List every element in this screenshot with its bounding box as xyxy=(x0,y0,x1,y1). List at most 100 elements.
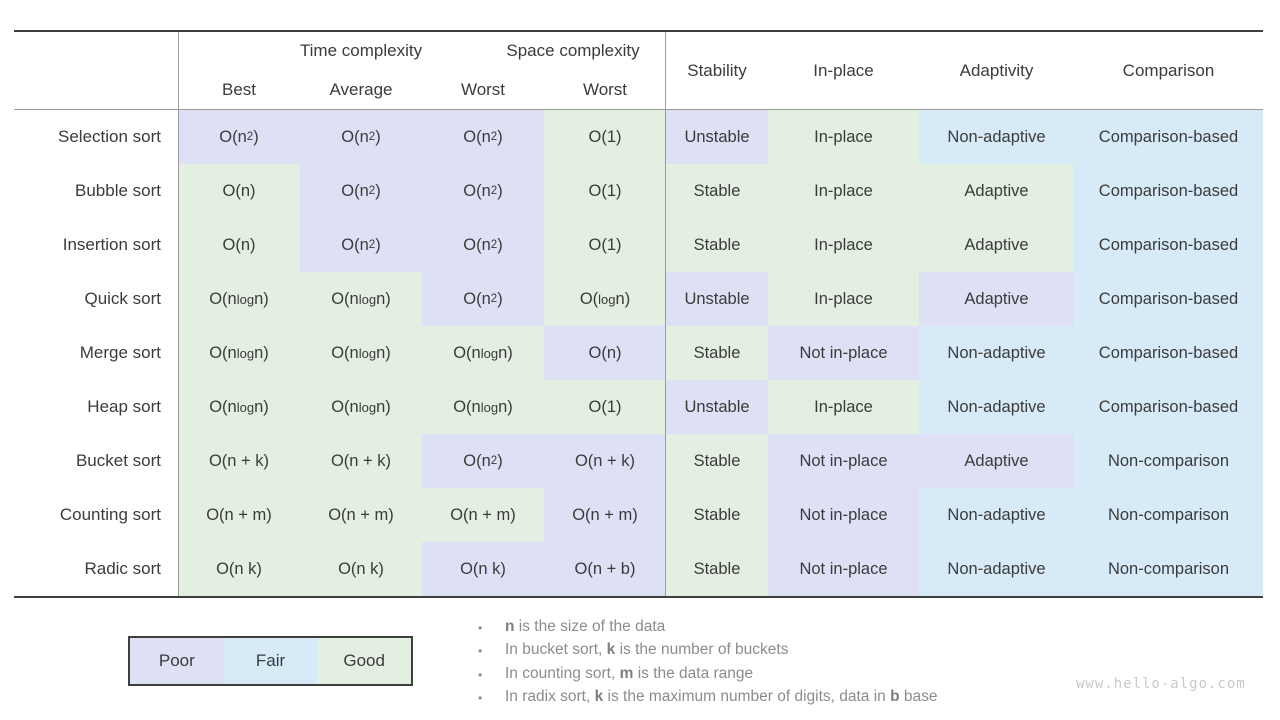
table-cell: Adaptive xyxy=(919,272,1074,326)
table-cell: Stable xyxy=(666,326,768,380)
footnote-item: •n is the size of the data xyxy=(478,616,937,639)
table-cell: Comparison-based xyxy=(1074,110,1263,164)
table-cell: Stable xyxy=(666,164,768,218)
table-cell: In-place xyxy=(768,164,919,218)
legend-good: Good xyxy=(317,638,412,684)
table-cell: O(n + m) xyxy=(178,488,300,542)
table-cell: Comparison-based xyxy=(1074,380,1263,434)
table-cell: Non-comparison xyxy=(1074,488,1263,542)
footnote-text: In radix sort, k is the maximum number o… xyxy=(505,688,938,706)
table-cell: O(1) xyxy=(544,164,666,218)
footnote-item: • In counting sort, m is the data range xyxy=(478,663,937,686)
header-in-place: In-place xyxy=(768,32,919,110)
subheader-average: Average xyxy=(329,79,393,99)
footnote-item: • In radix sort, k is the maximum number … xyxy=(478,686,937,709)
table-cell: Not in-place xyxy=(768,488,919,542)
table-cell: O(n + k) xyxy=(544,434,666,488)
comparison-table: Time complexity Best Average Worst Space… xyxy=(14,30,1263,598)
header-stability: Stability xyxy=(666,32,768,110)
footnote-item: •In bucket sort, k is the number of buck… xyxy=(478,639,937,662)
footnotes: •n is the size of the data•In bucket sor… xyxy=(478,616,937,710)
bullet-icon: • xyxy=(478,667,483,682)
table-cell: O(n log n) xyxy=(178,380,300,434)
table-cell: In-place xyxy=(768,272,919,326)
header-time-complexity-group: Time complexity Best Average Worst xyxy=(178,32,544,110)
row-label: Quick sort xyxy=(14,272,178,326)
table-cell: Unstable xyxy=(666,272,768,326)
legend-fair: Fair xyxy=(223,638,318,684)
table-cell: O(n log n) xyxy=(422,326,544,380)
table-cell: O(n log n) xyxy=(178,272,300,326)
subheader-worst: Worst xyxy=(460,79,506,99)
header-comparison: Comparison xyxy=(1074,32,1263,110)
header-adaptivity: Adaptivity xyxy=(919,32,1074,110)
column-divider xyxy=(178,32,179,596)
footnote-text: n is the size of the data xyxy=(505,618,666,635)
table-cell: Not in-place xyxy=(768,326,919,380)
table-cell: O(n + m) xyxy=(422,488,544,542)
table-cell: O(n k) xyxy=(422,542,544,596)
bullet-icon: • xyxy=(478,691,483,706)
header-space-complexity-group: Space complexity Worst xyxy=(506,32,666,110)
table-cell: O(n + k) xyxy=(300,434,422,488)
table-cell: O(n k) xyxy=(178,542,300,596)
row-label: Counting sort xyxy=(14,488,178,542)
table-cell: O(n log n) xyxy=(300,380,422,434)
table-cell: Comparison-based xyxy=(1074,218,1263,272)
table-cell: Non-comparison xyxy=(1074,434,1263,488)
table-cell: Non-adaptive xyxy=(919,110,1074,164)
table-cell: O(log n) xyxy=(544,272,666,326)
time-complexity-label: Time complexity xyxy=(299,41,423,60)
table-cell: Not in-place xyxy=(768,434,919,488)
table-cell: O(n log n) xyxy=(178,326,300,380)
table-cell: Not in-place xyxy=(768,542,919,596)
table-cell: O(n k) xyxy=(300,542,422,596)
row-label: Radic sort xyxy=(14,542,178,596)
table-cell: In-place xyxy=(768,110,919,164)
table-cell: Adaptive xyxy=(919,218,1074,272)
row-label: Heap sort xyxy=(14,380,178,434)
table-cell: Non-comparison xyxy=(1074,542,1263,596)
table-cell: Stable xyxy=(666,434,768,488)
row-label: Bucket sort xyxy=(14,434,178,488)
table-cell: In-place xyxy=(768,380,919,434)
table-cell: O(1) xyxy=(544,218,666,272)
space-complexity-label: Space complexity xyxy=(506,41,640,60)
bullet-icon: • xyxy=(478,644,483,659)
table-cell: Adaptive xyxy=(919,434,1074,488)
table-cell: O(n log n) xyxy=(422,380,544,434)
table-cell: O(n + k) xyxy=(178,434,300,488)
row-label: Insertion sort xyxy=(14,218,178,272)
table-cell: In-place xyxy=(768,218,919,272)
row-label: Selection sort xyxy=(14,110,178,164)
table-cell: Stable xyxy=(666,218,768,272)
column-divider xyxy=(665,32,666,596)
table-cell: O(n log n) xyxy=(300,326,422,380)
watermark-url: www.hello-algo.com xyxy=(1076,676,1246,692)
footnote-text: In counting sort, m is the data range xyxy=(505,664,754,682)
table-cell: Adaptive xyxy=(919,164,1074,218)
table-cell: O(n log n) xyxy=(300,272,422,326)
legend-poor: Poor xyxy=(130,638,224,684)
table-cell: O(n) xyxy=(178,164,300,218)
table-cell: O(n) xyxy=(178,218,300,272)
row-label: Bubble sort xyxy=(14,164,178,218)
table-cell: O(n + b) xyxy=(544,542,666,596)
table-cell: Unstable xyxy=(666,380,768,434)
table-cell: Comparison-based xyxy=(1074,164,1263,218)
table-cell: Non-adaptive xyxy=(919,542,1074,596)
table-cell: O(1) xyxy=(544,110,666,164)
table-cell: O(n) xyxy=(544,326,666,380)
table-cell: Non-adaptive xyxy=(919,380,1074,434)
table-cell: Stable xyxy=(666,488,768,542)
table-cell: O(1) xyxy=(544,380,666,434)
